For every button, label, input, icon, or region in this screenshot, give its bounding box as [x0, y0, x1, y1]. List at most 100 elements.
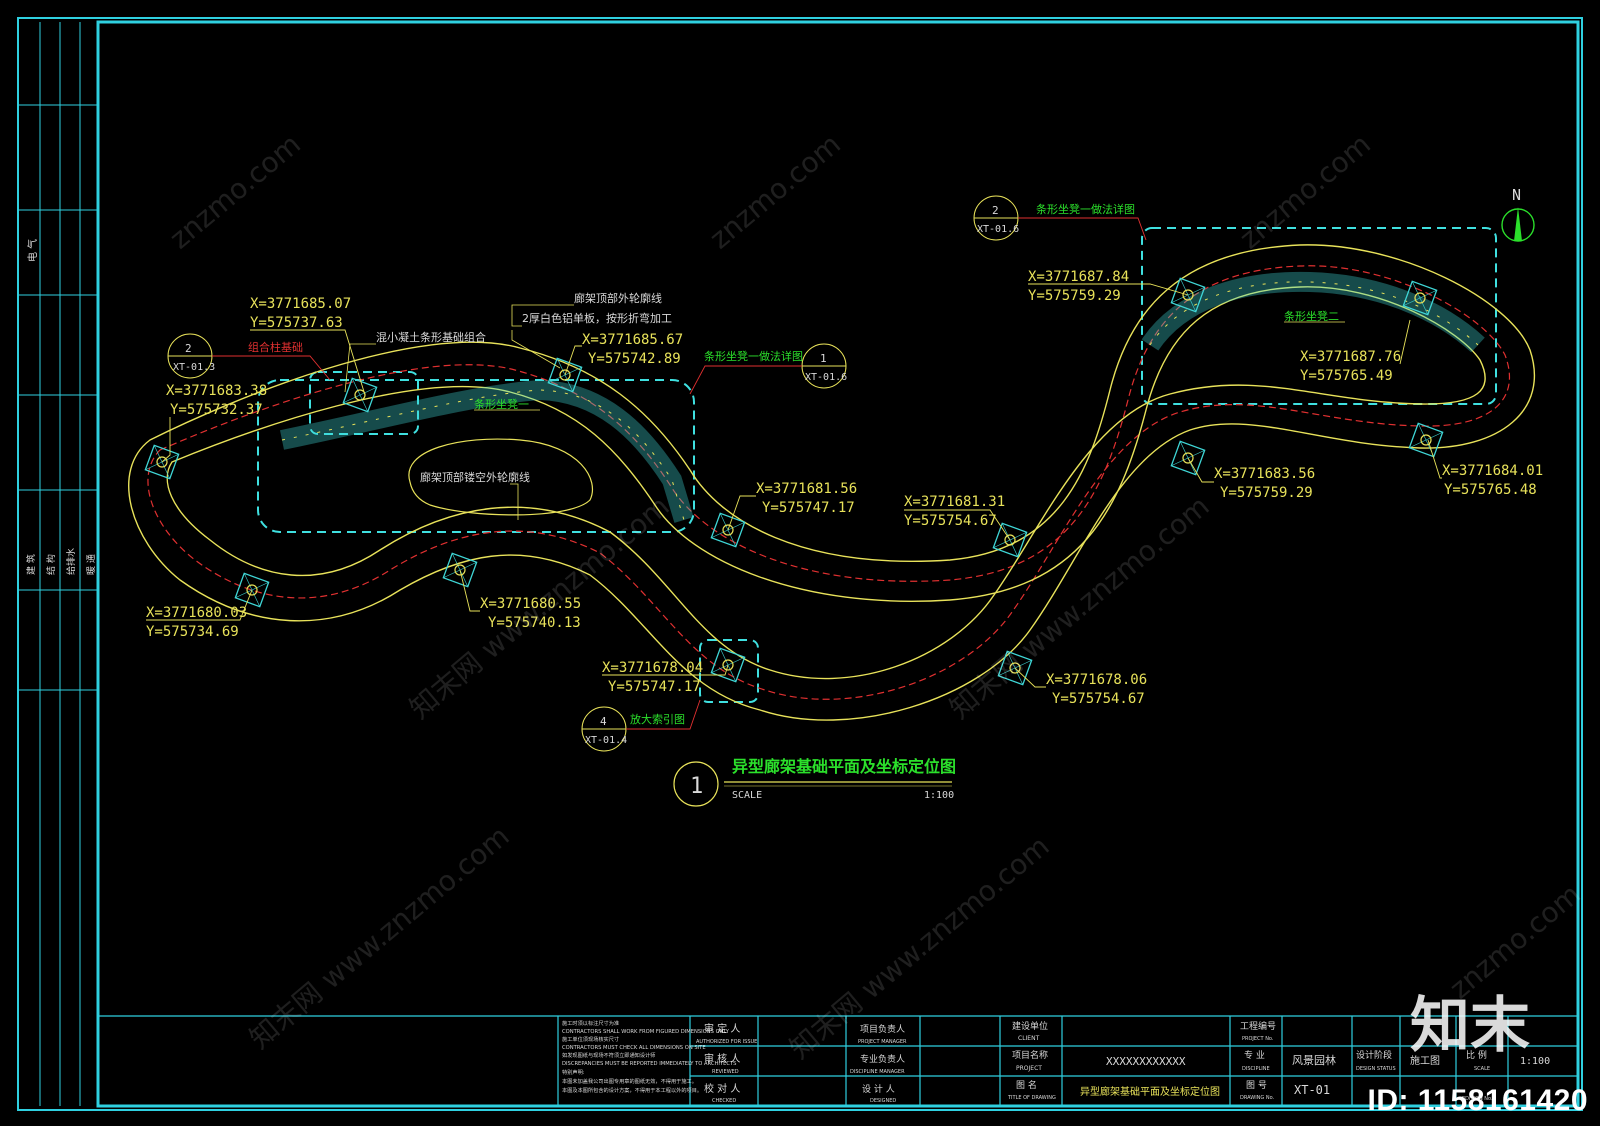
hollow-outline [408, 438, 594, 516]
label-designed-en: DESIGNED [870, 1098, 896, 1104]
callout-label: 组合柱基础 [248, 340, 303, 354]
coord-y: Y=575734.69 [146, 624, 239, 640]
note-line: CONTRACTORS SHALL WORK FROM FIGURED DIME… [562, 1029, 730, 1035]
label-discipline-en: DISCIPLINE [1242, 1066, 1270, 1072]
coord-y: Y=575765.48 [1444, 482, 1537, 498]
label-drawing-no-en: DRAWING No. [1240, 1095, 1275, 1101]
coord-y: Y=575740.13 [488, 615, 581, 631]
drawing-no-value: XT-01 [1294, 1083, 1330, 1097]
label-client: 建设单位 [1012, 1020, 1048, 1032]
label-scale: 比 例 [1466, 1049, 1487, 1061]
coord-x: X=3771680.03 [146, 605, 247, 621]
label-checked-en: CHECKED [712, 1098, 736, 1104]
label-client-en: CLIENT [1018, 1035, 1040, 1042]
note-panel: 2厚白色铝单板，按形折弯加工 [522, 311, 672, 325]
north-arrow-icon: N [1501, 186, 1535, 242]
title-number: 1 [690, 774, 703, 799]
coord-x: X=3771681.31 [904, 494, 1005, 510]
label-edition: EDITION No. [1462, 1096, 1493, 1102]
callout-ref: XT-01.3 [173, 362, 215, 373]
watermark-id: ID: 1158161420 [1367, 1084, 1588, 1117]
note-bench2: 条形坐凳二 [1284, 309, 1339, 323]
label-designed: 设 计 人 [862, 1083, 895, 1095]
status-value: 施工图 [1410, 1054, 1440, 1067]
label-discipline: 专 业 [1244, 1049, 1265, 1061]
title-block-notes: 施工时须以标注尺寸为准 CONTRACTORS SHALL WORK FROM … [562, 1019, 736, 1094]
coord-x: X=3771680.55 [480, 596, 581, 612]
note-line: 本图及本图所包含的设计方案，不得用于本工程以外的项目。 [562, 1086, 702, 1094]
coord-y: Y=575747.17 [762, 500, 855, 516]
column-footing [710, 647, 746, 683]
watermark-text: 知末网 www.znzmo.com [243, 819, 515, 1055]
coord-y: Y=575759.29 [1220, 485, 1313, 501]
label-dm: 专业负责人 [860, 1053, 905, 1065]
label-authorized-en: AUTHORIZED FOR ISSUE [696, 1039, 757, 1045]
drawing-title: 异型廊架基础平面及坐标定位图 [732, 757, 956, 776]
coord-x: X=3771687.84 [1028, 269, 1129, 285]
callout-num: 4 [600, 715, 607, 728]
note-concrete: 混小凝土条形基础组合 [376, 330, 486, 344]
label-status: 设计阶段 [1356, 1049, 1392, 1061]
label-pm-en: PROJECT MANAGER [858, 1039, 907, 1045]
scale-label: SCALE [732, 790, 762, 801]
note-leaders [344, 304, 1345, 520]
callout-ref: XT-01.4 [585, 735, 627, 746]
outer-frame [17, 17, 1583, 1111]
coord-y: Y=575754.67 [904, 513, 997, 529]
title-block [98, 1015, 1578, 1106]
title-block-labels: 审 定 人 AUTHORIZED FOR ISSUE 审 核 人 REVIEWE… [696, 1020, 1550, 1104]
watermark-text: znzmo.com [1233, 127, 1377, 255]
callout-ref: XT-01.6 [977, 224, 1019, 235]
label-status-en: DESIGN STATUS [1356, 1066, 1396, 1072]
callout-c1: 2 XT-01.3 组合柱基础 [167, 333, 331, 381]
column-footing [992, 522, 1028, 558]
coord-x: X=3771678.04 [602, 660, 703, 676]
coord-y: Y=575754.67 [1052, 691, 1145, 707]
note-line: 本图未加盖我公司出图专用章的图纸无效，不得用于施工。 [562, 1077, 697, 1085]
coord-y: Y=575737.63 [250, 315, 343, 331]
project-value: XXXXXXXXXXXX [1106, 1055, 1186, 1068]
side-strip-2: 结 构 [45, 554, 57, 575]
label-title-of-drawing-en: TITLE OF DRAWING [1007, 1095, 1056, 1101]
leader-lines [146, 283, 1442, 688]
note-line: 如发现图纸与现场不符须立即通知设计师 [562, 1051, 655, 1059]
coord-x: X=3771685.67 [582, 332, 683, 348]
coord-y: Y=575732.37 [170, 402, 263, 418]
label-reviewed-en: REVIEWED [712, 1069, 739, 1075]
scale-value-block: 1:100 [1520, 1056, 1550, 1067]
column-footing [442, 552, 478, 588]
notes: 混小凝土条形基础组合 廊架顶部外轮廓线 2厚白色铝单板，按形折弯加工 条形坐凳一… [376, 291, 1339, 484]
callout-num: 1 [820, 352, 827, 365]
callout-label: 放大索引图 [630, 712, 685, 726]
scale-value: 1:100 [924, 790, 954, 801]
label-checked: 校 对 人 [704, 1082, 740, 1095]
note-line: 特别声明: [562, 1068, 585, 1076]
watermark-text: znzmo.com [703, 127, 847, 255]
side-strip-top: 电 气 [26, 239, 39, 262]
title-of-drawing-value: 异型廊架基础平面及坐标定位图 [1080, 1085, 1220, 1098]
column-footing [1170, 277, 1206, 313]
note-bench1: 条形坐凳一 [474, 397, 529, 411]
column-footing [1402, 280, 1438, 316]
label-scale-en: SCALE [1474, 1066, 1490, 1072]
side-strip-1: 建 筑 [25, 554, 37, 575]
note-outline: 廊架顶部外轮廓线 [574, 291, 662, 305]
side-strip-3: 给排水 [65, 548, 77, 575]
coord-x: X=3771685.07 [250, 296, 351, 312]
side-strip-4: 暖 通 [85, 554, 97, 575]
callout-c4: 4 XT-01.4 放大索引图 [581, 699, 701, 752]
note-line: CONTRACTORS MUST CHECK ALL DIMENSIONS ON… [562, 1045, 706, 1051]
callout-c2: 1 XT-01.6 条形坐凳一做法详图 [689, 343, 847, 395]
column-footing [1408, 422, 1444, 458]
callout-num: 2 [992, 204, 999, 217]
discipline-value: 风景园林 [1292, 1053, 1336, 1067]
label-title-of-drawing: 图 名 [1016, 1079, 1037, 1091]
label-dm-en: DISCIPLINE MANAGER [850, 1069, 905, 1075]
coord-x: X=3771684.01 [1442, 463, 1543, 479]
coord-y: Y=575742.89 [588, 351, 681, 367]
label-project: 项目名称 [1012, 1049, 1048, 1061]
note-hollow: 廊架顶部镂空外轮廓线 [420, 470, 530, 484]
label-project-en: PROJECT [1016, 1065, 1042, 1072]
drawing-title-block: 1 异型廊架基础平面及坐标定位图 SCALE 1:100 [673, 757, 956, 807]
